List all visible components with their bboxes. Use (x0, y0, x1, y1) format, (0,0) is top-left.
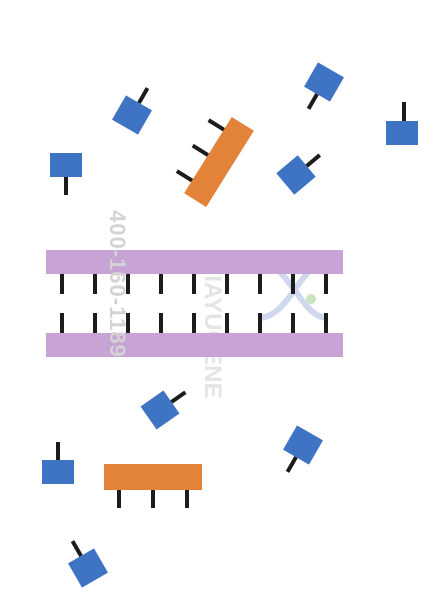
blocker-4 (386, 102, 418, 145)
bottom-strand-bases (60, 313, 328, 333)
square-probe-icon (304, 62, 344, 102)
bar-probe-icon (104, 464, 202, 490)
blocker-base (305, 153, 322, 168)
blocker-base (70, 540, 83, 557)
square-probe-icon (112, 95, 152, 135)
square-probe-icon (283, 425, 323, 465)
square-probe-icon (386, 121, 418, 145)
dna-duplex (46, 250, 343, 357)
square-probe-icon (276, 155, 316, 195)
blocker-8 (42, 442, 74, 484)
blocker-6 (140, 390, 187, 430)
blocker-base (306, 93, 319, 110)
square-probe-icon (50, 153, 82, 177)
probe-upper (175, 116, 254, 208)
probe-base (191, 143, 210, 157)
square-probe-icon (68, 548, 108, 588)
blocker-7 (283, 425, 323, 473)
blocker-1 (112, 87, 152, 135)
blocker-base (285, 456, 298, 473)
blocker-base (170, 390, 187, 404)
blocker-9 (68, 540, 108, 588)
square-probe-icon (140, 390, 180, 430)
probe-base (207, 118, 225, 132)
square-probe-icon (42, 460, 74, 484)
probe-base (175, 169, 194, 183)
blocker-3 (304, 62, 344, 110)
watermark-logo: JIAYUGENE (199, 259, 329, 399)
probe-lower (104, 464, 202, 508)
top-strand-bases (60, 274, 328, 294)
blocker-2 (50, 153, 82, 195)
bottom-strand (46, 333, 343, 357)
watermark-logo-text: JIAYUGENE (199, 262, 226, 399)
watermark-phone: 400-160-1189 (105, 210, 130, 358)
blocker-5 (276, 153, 322, 195)
top-strand (46, 250, 343, 274)
blocker-base (137, 87, 150, 104)
bar-probe-icon (184, 116, 254, 208)
